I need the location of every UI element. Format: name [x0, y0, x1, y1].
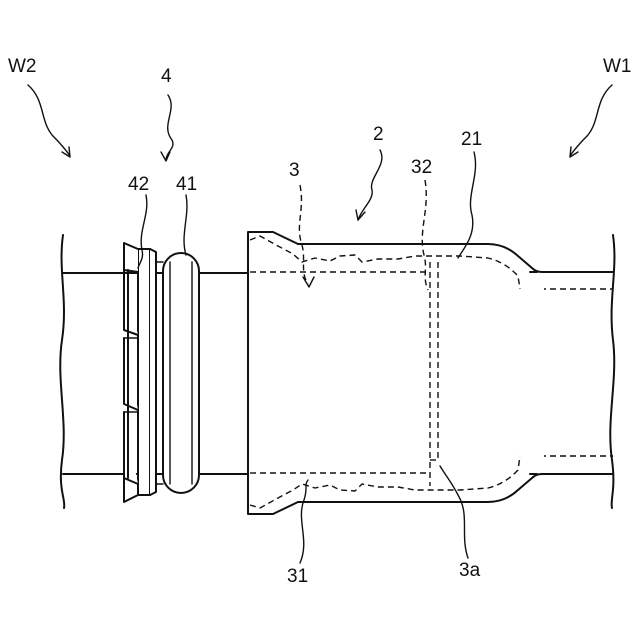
arrow-ring-assembly — [161, 152, 170, 161]
label-fitting-body: 21 — [461, 129, 482, 150]
label-o-ring: 41 — [176, 174, 197, 195]
leader-o-ring — [184, 195, 187, 255]
o-ring — [156, 253, 199, 493]
label-w2: W2 — [8, 56, 37, 77]
label-ring-assembly: 4 — [161, 66, 172, 87]
fitting-outline — [248, 232, 542, 514]
label-sleeve-stepped-end: 3a — [459, 560, 481, 581]
arrow-w2 — [62, 147, 70, 157]
leader-w1 — [570, 85, 612, 156]
label-sleeve-end-wall: 32 — [411, 157, 432, 178]
pipe-w1-break-line — [610, 235, 614, 508]
claw-ring-teeth — [124, 243, 138, 502]
label-claw-ring: 42 — [128, 174, 149, 195]
pipe-w2-break-line — [60, 235, 64, 508]
leader-fitting-body — [458, 152, 476, 258]
claw-ring — [124, 243, 156, 502]
label-w1: W1 — [603, 56, 632, 77]
o-ring-outer — [163, 253, 199, 493]
arrow-w1 — [570, 147, 578, 157]
label-inner-sleeve: 3 — [289, 160, 300, 181]
fitting-body — [248, 232, 544, 514]
claw-ring-body — [138, 249, 150, 495]
leader-ring-assembly — [166, 95, 173, 160]
label-fitting: 2 — [373, 124, 384, 145]
label-sleeve-tooth: 31 — [287, 566, 308, 587]
leader-w2 — [28, 85, 70, 156]
leader-fitting — [358, 150, 382, 220]
